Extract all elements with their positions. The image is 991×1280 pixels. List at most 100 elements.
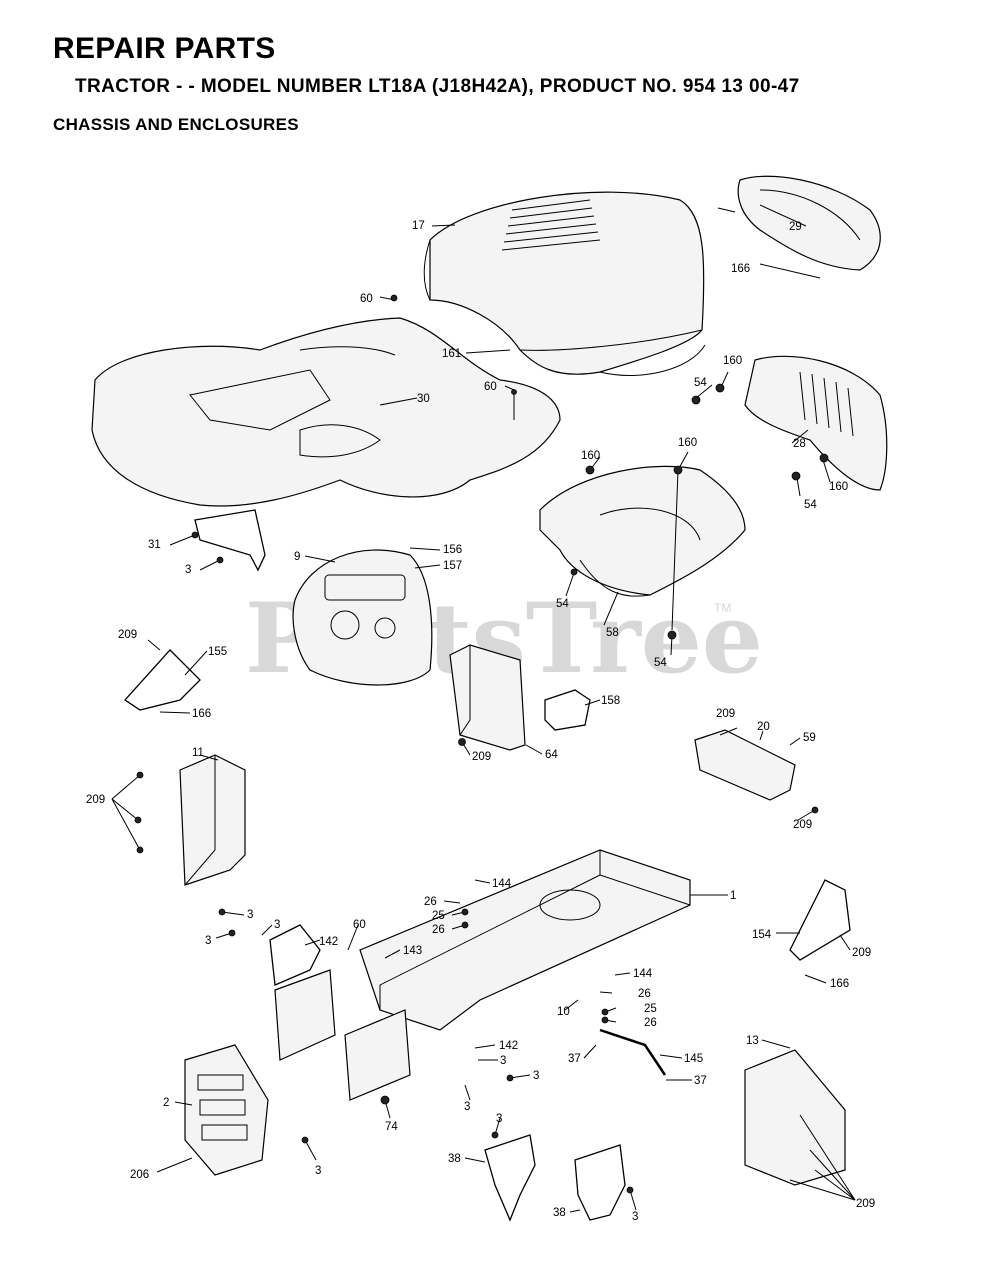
callout: 54 — [694, 377, 707, 389]
callout: 60 — [484, 381, 497, 393]
callout: 157 — [443, 560, 462, 572]
callout: 3 — [315, 1165, 321, 1177]
callout: 37 — [694, 1075, 707, 1087]
part-panel-64 — [449, 644, 526, 751]
part-bracket-31 — [194, 509, 266, 572]
callout: 3 — [205, 935, 211, 947]
callout: 160 — [581, 450, 600, 462]
callout: 37 — [568, 1053, 581, 1065]
part-grille-front — [744, 355, 888, 491]
callout: 160 — [829, 481, 848, 493]
callout: 3 — [274, 919, 280, 931]
callout: 3 — [185, 564, 191, 576]
callout: 2 — [163, 1097, 169, 1109]
part-bracket-38b — [574, 1144, 626, 1221]
callout: 142 — [499, 1040, 518, 1052]
part-154 — [789, 879, 851, 961]
callout: 154 — [752, 929, 772, 941]
callout: 166 — [192, 708, 211, 720]
callout: 143 — [403, 945, 422, 957]
hardware-fasteners — [134, 294, 829, 1194]
callout: 25 — [432, 910, 445, 922]
callout: 31 — [148, 539, 161, 551]
callout: 3 — [632, 1211, 638, 1223]
callout: 10 — [557, 1006, 570, 1018]
callout: 20 — [757, 721, 770, 733]
part-plate-11 — [179, 754, 246, 886]
part-grille-top — [737, 175, 881, 271]
callout: 3 — [500, 1055, 506, 1067]
callout: 209 — [86, 794, 105, 806]
callout: 54 — [556, 598, 569, 610]
callout: 60 — [360, 293, 373, 305]
callout: 160 — [723, 355, 742, 367]
callout: 25 — [644, 1003, 657, 1015]
callout: 28 — [793, 438, 806, 450]
callout: 3 — [533, 1070, 539, 1082]
callout: 209 — [856, 1198, 875, 1210]
callout: 1 — [730, 890, 736, 902]
callout: 209 — [852, 947, 871, 959]
part-rod-145 — [599, 1028, 667, 1076]
callout: 3 — [496, 1113, 502, 1125]
callout: 161 — [442, 348, 461, 360]
part-plate-2 — [184, 1044, 269, 1176]
callout: 160 — [678, 437, 697, 449]
callout: 156 — [443, 544, 462, 556]
callout: 9 — [294, 551, 300, 563]
part-frame — [359, 849, 691, 1031]
callout: 166 — [830, 978, 849, 990]
part-bracket-142 — [269, 924, 321, 986]
callout: 3 — [464, 1101, 470, 1113]
callout: 60 — [353, 919, 366, 931]
callout: 206 — [130, 1169, 149, 1181]
callout: 209 — [793, 819, 812, 831]
callout: 155 — [208, 646, 227, 658]
part-158 — [544, 689, 591, 731]
part-dash-panel — [292, 549, 433, 686]
part-side-plate-left — [274, 969, 336, 1061]
callout: 17 — [412, 220, 425, 232]
part-hood — [423, 191, 706, 377]
callout: 26 — [432, 924, 445, 936]
callout: 38 — [553, 1207, 566, 1219]
part-plate-20 — [694, 729, 796, 801]
callout: 158 — [601, 695, 620, 707]
callout: 144 — [492, 878, 512, 890]
page-title: REPAIR PARTS — [53, 32, 276, 65]
callout: 26 — [638, 988, 651, 1000]
callout: 209 — [118, 629, 137, 641]
watermark-trademark: TM — [714, 601, 731, 615]
callout: 58 — [606, 627, 619, 639]
part-plate-13 — [744, 1049, 846, 1186]
callout: 29 — [789, 221, 802, 233]
callout: 54 — [654, 657, 667, 669]
callout: 74 — [385, 1121, 398, 1133]
callout: 26 — [424, 896, 437, 908]
page-subtitle: TRACTOR - - MODEL NUMBER LT18A (J18H42A)… — [75, 76, 800, 97]
callout: 145 — [684, 1053, 703, 1065]
part-dash-enclosure — [539, 465, 746, 597]
part-side-plate-right — [344, 1009, 411, 1101]
callout: 64 — [545, 749, 558, 761]
callout: 59 — [803, 732, 816, 744]
part-bracket-38a — [484, 1134, 536, 1222]
leader-lines — [111, 204, 856, 1213]
callout: 142 — [319, 936, 338, 948]
callout: 54 — [804, 499, 817, 511]
callout: 26 — [644, 1017, 657, 1029]
callout: 166 — [731, 263, 750, 275]
callout-labels: 17 29 166 60 161 60 30 160 54 28 160 54 … — [86, 220, 875, 1223]
callout: 38 — [448, 1153, 461, 1165]
part-fender-pan — [91, 317, 561, 507]
callout: 3 — [247, 909, 253, 921]
callout: 11 — [192, 747, 204, 759]
part-bracket-155 — [124, 649, 201, 711]
callout: 30 — [417, 393, 430, 405]
section-title: CHASSIS AND ENCLOSURES — [53, 115, 299, 134]
callout: 144 — [633, 968, 653, 980]
callout: 209 — [472, 751, 491, 763]
callout: 209 — [716, 708, 735, 720]
